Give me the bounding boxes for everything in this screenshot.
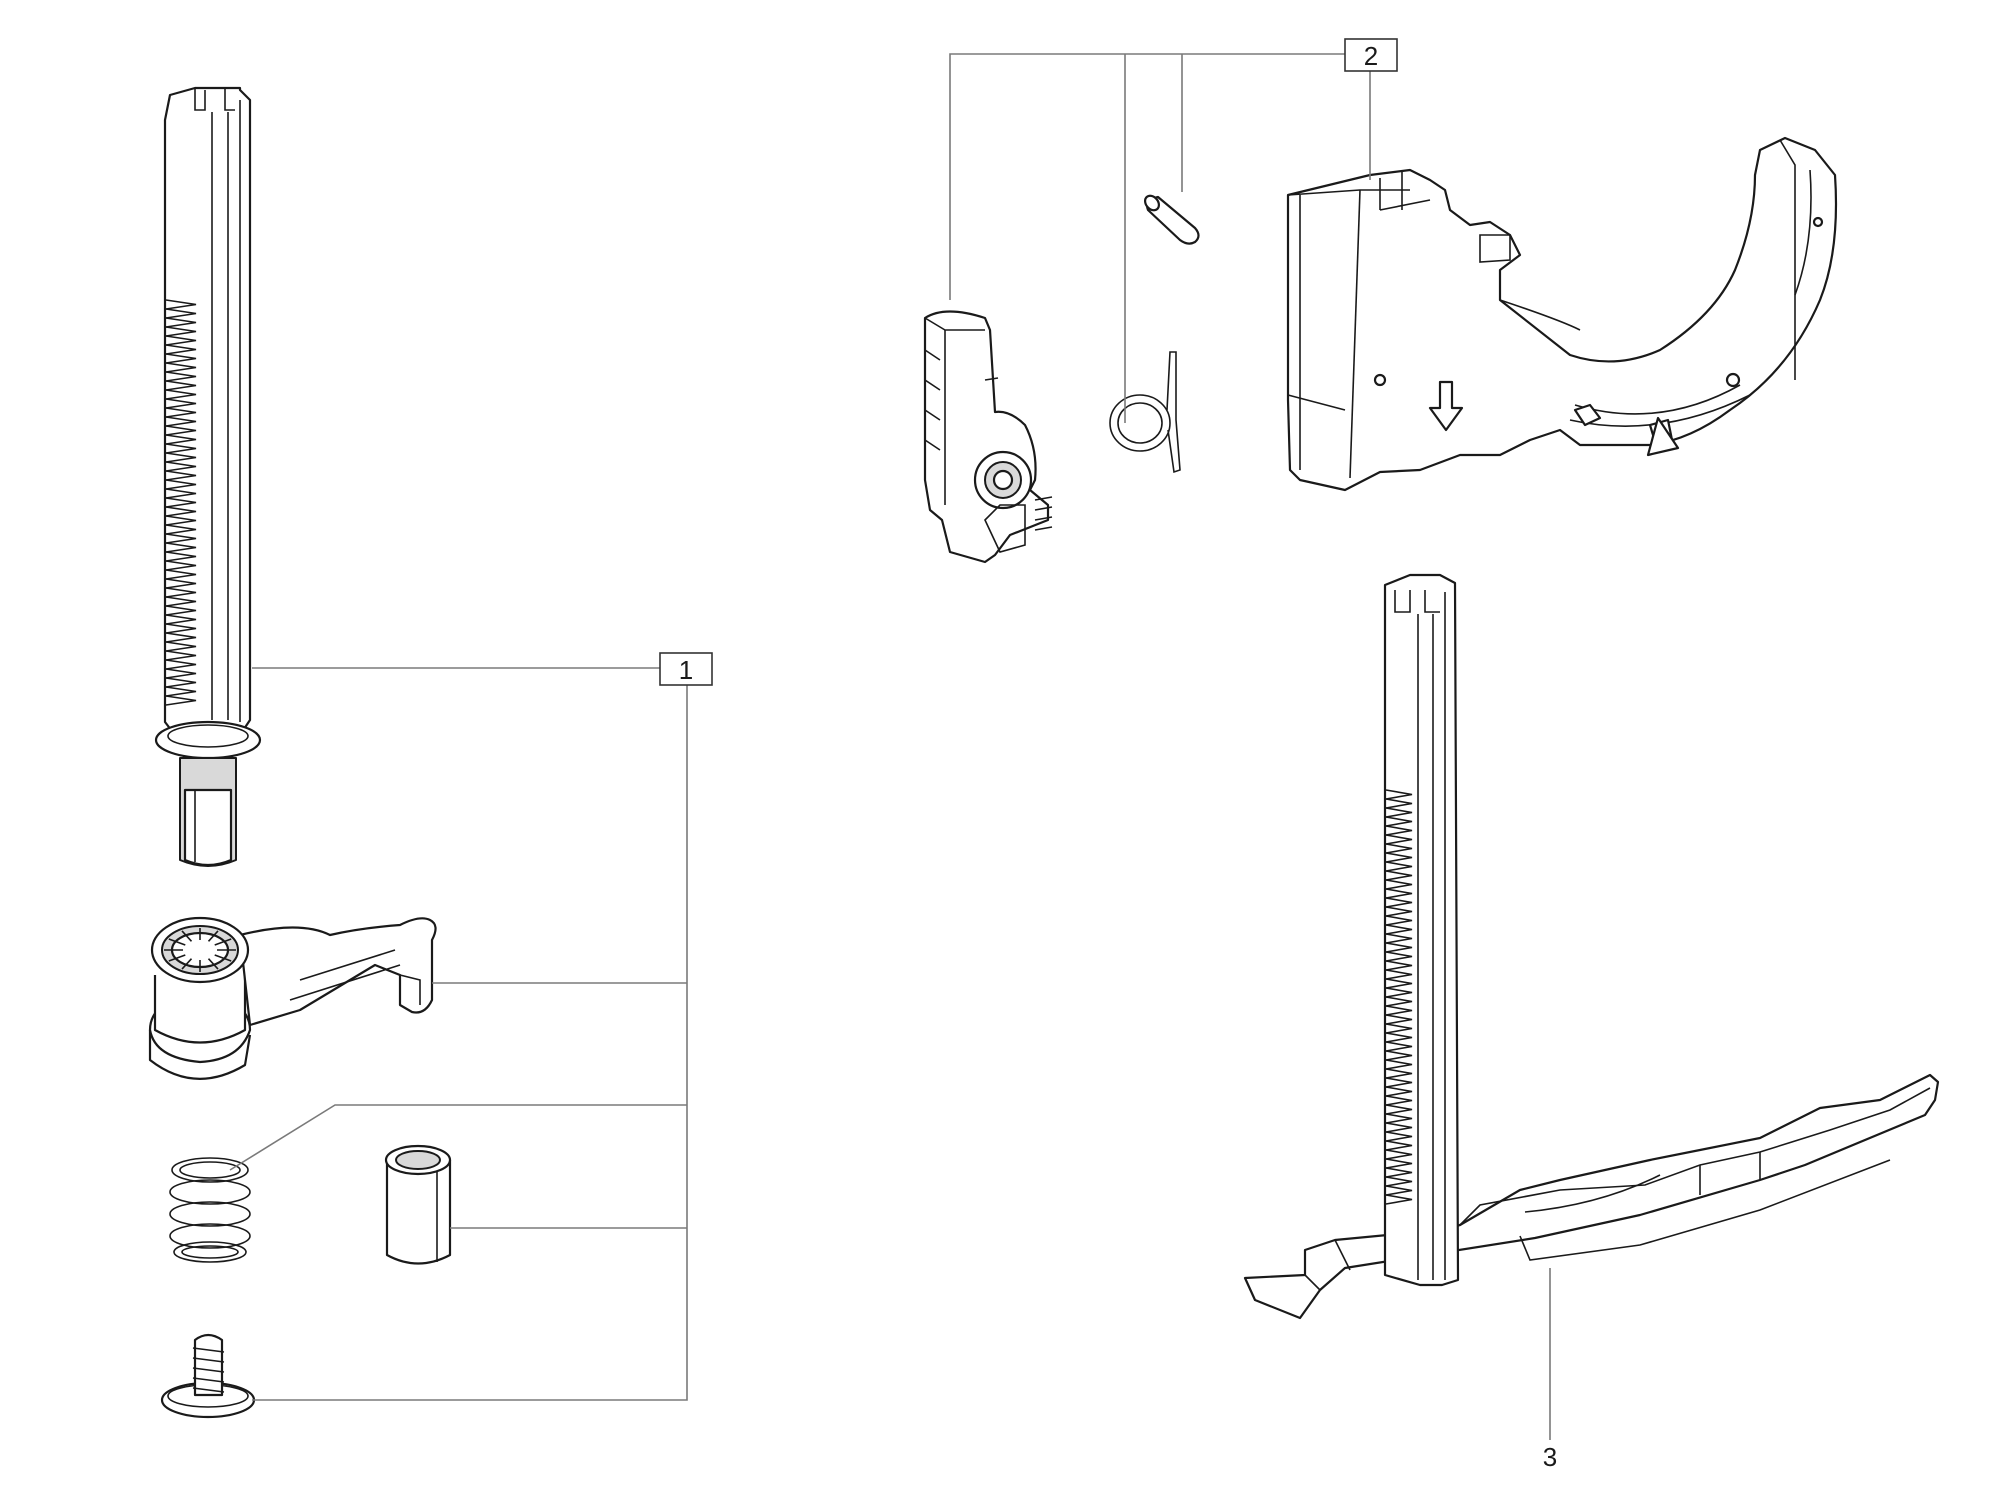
base-column-teeth: [1385, 789, 1413, 1205]
svg-text:2: 2: [1364, 41, 1378, 71]
svg-text:1: 1: [679, 655, 693, 685]
callout-2: 2: [1344, 38, 1398, 72]
torsion-spring-part: [1109, 351, 1181, 474]
svg-text:3: 3: [1543, 1442, 1557, 1472]
callout-1-leaders: [229, 667, 688, 1401]
dowel-pin-part: [1144, 194, 1200, 245]
callout-3: 3: [1543, 1442, 1557, 1472]
column-teeth: [165, 299, 197, 706]
base-with-column-part: [1243, 573, 1940, 1320]
callout-1: 1: [659, 652, 713, 686]
sleeve-part: [384, 1144, 452, 1265]
bracket-housing-part: [1286, 136, 1838, 492]
coil-spring-part: [169, 1157, 251, 1263]
toothed-column-part: [154, 86, 262, 867]
ring-splines: [164, 928, 236, 972]
screw-part: [160, 1333, 256, 1419]
latch-pawl-part: [923, 310, 1053, 564]
clamp-lever-part: [148, 916, 437, 1080]
callout-2-leaders: [949, 53, 1371, 423]
